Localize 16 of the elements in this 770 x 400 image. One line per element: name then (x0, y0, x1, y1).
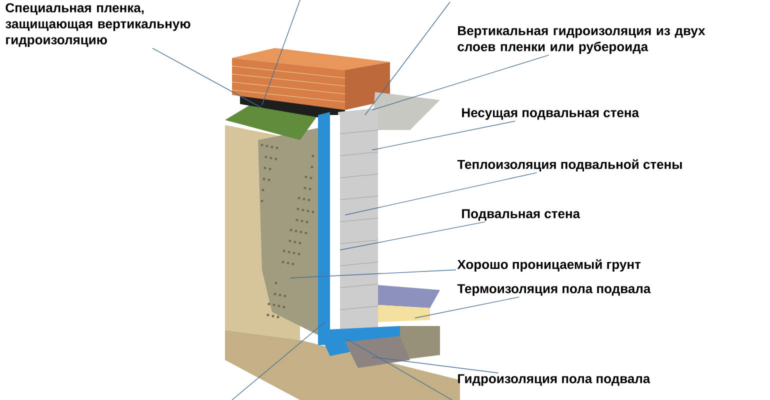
leader-line (414, 296, 520, 318)
callout-label: Вертикальная гидроизоляция из двух слоев пленки или рубероида (458, 26, 706, 54)
callout-label: Несущая подвальная стена (462, 108, 640, 120)
callout-label: Хорошо проницаемый грунт (457, 259, 641, 272)
leader-line (340, 222, 486, 250)
leader-line (372, 120, 516, 150)
leader-line (372, 356, 499, 374)
callout-label: Термоизоляция пола подвала (457, 284, 651, 296)
callout-label: Гидроизоляция пола подвала (458, 374, 650, 386)
leader-line (372, 54, 550, 110)
callout-label: Теплоизоляция подвальной стены (457, 159, 682, 172)
leader-line (152, 48, 262, 108)
callout-label: Подвальная стена (462, 209, 580, 221)
leader-line (290, 270, 456, 278)
callout-label: Специальная пленка, защищающая вертикальную гидроизоляцию (6, 3, 190, 47)
leader-line (344, 172, 538, 216)
